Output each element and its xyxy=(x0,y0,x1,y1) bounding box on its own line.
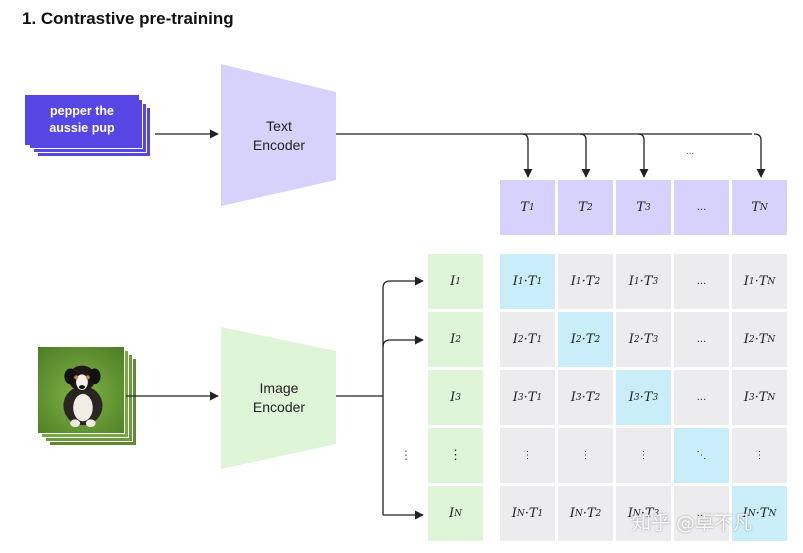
image-encoder-shape xyxy=(221,327,336,469)
arrow-t3 xyxy=(637,133,649,178)
matrix-cell-2-4: ... xyxy=(674,312,729,367)
matrix-cell-4-3: ⋮ xyxy=(616,428,671,483)
left-ellipsis: ⋮ xyxy=(400,448,412,462)
text-feature-ellipsis: ... xyxy=(674,180,729,235)
matrix-cell-4-5: ⋮ xyxy=(732,428,787,483)
top-ellipsis: ... xyxy=(686,146,695,157)
text-encoder-label: Text Encoder xyxy=(252,118,306,153)
arrow-t1 xyxy=(521,133,533,178)
figure-title: 1. Contrastive pre-training xyxy=(22,9,234,28)
text-encoder-shape xyxy=(221,64,336,206)
image-encoder-label: Image Encoder xyxy=(252,380,306,415)
matrix-cell-3-4: ... xyxy=(674,370,729,425)
arrow-tn xyxy=(753,133,766,178)
matrix-cell-4-1: ⋮ xyxy=(500,428,555,483)
arrow-t2 xyxy=(579,133,591,178)
image-feature-ellipsis: ⋮ xyxy=(428,428,483,483)
dog-photo xyxy=(37,346,125,434)
arrow-i1 xyxy=(382,276,424,515)
watermark: 知乎 @卓不凡 xyxy=(632,512,753,534)
text-input-line-1: pepper the xyxy=(50,104,114,118)
arrow-i2 xyxy=(382,335,424,348)
text-input-line-2: aussie pup xyxy=(49,121,115,135)
matrix-cell-1-4: ... xyxy=(674,254,729,309)
text-input-card: pepper the aussie pup xyxy=(25,95,139,145)
matrix-cell-5-4: ... xyxy=(674,486,729,541)
matrix-cell-4-2: ⋮ xyxy=(558,428,613,483)
matrix-cell-4-4: ⋱ xyxy=(674,428,729,483)
